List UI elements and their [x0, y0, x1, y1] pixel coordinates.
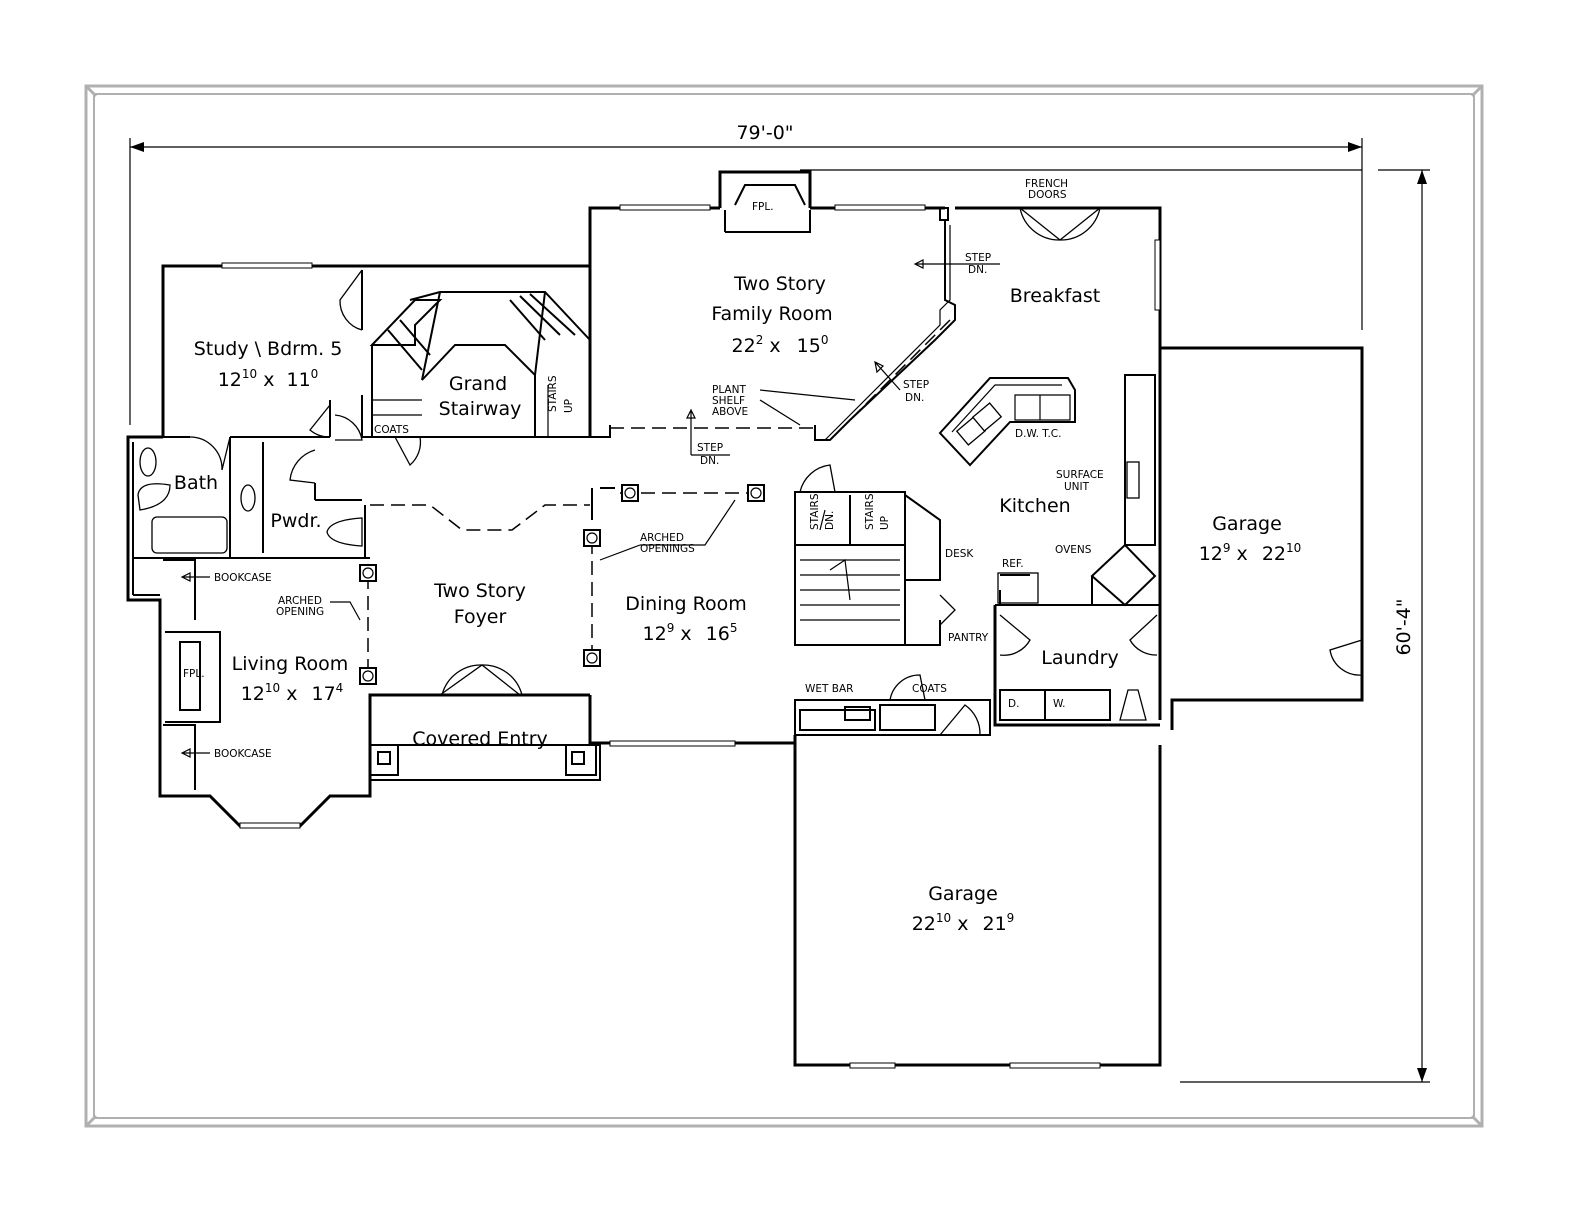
arched-opening-label-1: ARCHED [278, 595, 322, 607]
fixtures [137, 447, 1039, 605]
plant-shelf-label-3: ABOVE [712, 406, 748, 418]
bookcase-label-2: BOOKCASE [214, 748, 272, 760]
fireplace-label-living: FPL. [183, 668, 205, 680]
small-garage-size: 129 x 2210 [1199, 541, 1302, 565]
step-down-label-2a: STEP [903, 379, 929, 391]
windows [221, 204, 1161, 1069]
coats-closet-label-2: COATS [912, 683, 947, 695]
family-room-name-line2: Family Room [711, 303, 832, 325]
arched-opening-label-2: OPENING [276, 606, 324, 618]
dining-room-size: 129 x 165 [643, 621, 738, 645]
powder-room-name: Pwdr. [270, 510, 321, 532]
columns [359, 484, 765, 765]
step-down-label-a: STEP [965, 252, 991, 264]
desk-label: DESK [945, 548, 974, 560]
bath-room-name: Bath [174, 472, 218, 494]
kitchen-room-name: Kitchen [999, 495, 1070, 517]
dimension-lines: 79'-0" 60'-4" [129, 122, 1430, 1083]
wet-bar-label: WET BAR [805, 683, 853, 695]
depth-dimension: 60'-4" [1393, 598, 1415, 655]
living-room-size: 1210 x 174 [241, 681, 344, 705]
annotations: FPL. FRENCH DOORS STEP DN. STEP DN. STEP… [180, 178, 1104, 760]
plant-shelf-label-1: PLANT [712, 384, 746, 396]
width-dimension: 79'-0" [736, 122, 793, 144]
family-room-name-line1: Two Story [733, 273, 826, 295]
study-room-size: 1210 x 110 [218, 367, 319, 391]
family-room-size: 222 x 150 [732, 333, 829, 357]
stairs-up-label: STAIRS [547, 375, 559, 412]
up-label-1: UP [563, 399, 575, 413]
arched-openings-label-1: ARCHED [640, 532, 684, 544]
pantry-label: PANTRY [948, 632, 989, 644]
surface-unit-label-2: UNIT [1064, 481, 1090, 493]
ovens-label: OVENS [1055, 544, 1092, 556]
small-garage-name: Garage [1212, 513, 1282, 535]
room-labels: Study \ Bdrm. 5 1210 x 110 Two Story Fam… [174, 273, 1301, 935]
breakfast-room-name: Breakfast [1010, 285, 1100, 307]
dishwasher-label: D.W. T.C. [1015, 428, 1061, 440]
step-down-label-b: DN. [968, 264, 987, 276]
dryer-label: D. [1008, 698, 1019, 710]
surface-unit-label-1: SURFACE [1056, 469, 1104, 481]
refrigerator-label: REF. [1002, 558, 1024, 570]
grand-stairway-line2: Stairway [439, 398, 522, 420]
plant-shelf-label-2: SHELF [712, 395, 745, 407]
step-down-label-2b: DN. [905, 392, 924, 404]
dashed-lines [367, 225, 951, 675]
down-label: DN. [824, 511, 836, 530]
doors [189, 207, 1363, 736]
arched-openings-label-2: OPENINGS [640, 543, 695, 555]
walls [126, 170, 1364, 1067]
bookcase-label-1: BOOKCASE [214, 572, 272, 584]
stairs-down-label: STAIRS [809, 493, 821, 530]
washer-label: W. [1053, 698, 1066, 710]
step-down-label-3a: STEP [697, 442, 723, 454]
stairs-up-label-2: STAIRS [864, 493, 876, 530]
dining-room-name: Dining Room [625, 593, 746, 615]
laundry-room-name: Laundry [1041, 647, 1118, 669]
fireplace-label-top: FPL. [752, 201, 774, 213]
large-garage-size: 2210 x 219 [912, 911, 1015, 935]
page-border [84, 84, 1484, 1128]
foyer-name-line2: Foyer [454, 606, 507, 628]
covered-entry-name: Covered Entry [412, 728, 548, 750]
living-room-name: Living Room [232, 653, 349, 675]
french-doors-label-1: FRENCH [1025, 178, 1068, 190]
french-doors-label-2: DOORS [1028, 189, 1067, 201]
step-down-label-3b: DN. [700, 455, 719, 467]
coats-closet-label: COATS [374, 424, 409, 436]
grand-stairway-line1: Grand [449, 373, 507, 395]
study-room-name: Study \ Bdrm. 5 [194, 338, 343, 360]
up-label-2: UP [879, 516, 891, 530]
large-garage-name: Garage [928, 883, 998, 905]
foyer-name-line1: Two Story [433, 580, 526, 602]
